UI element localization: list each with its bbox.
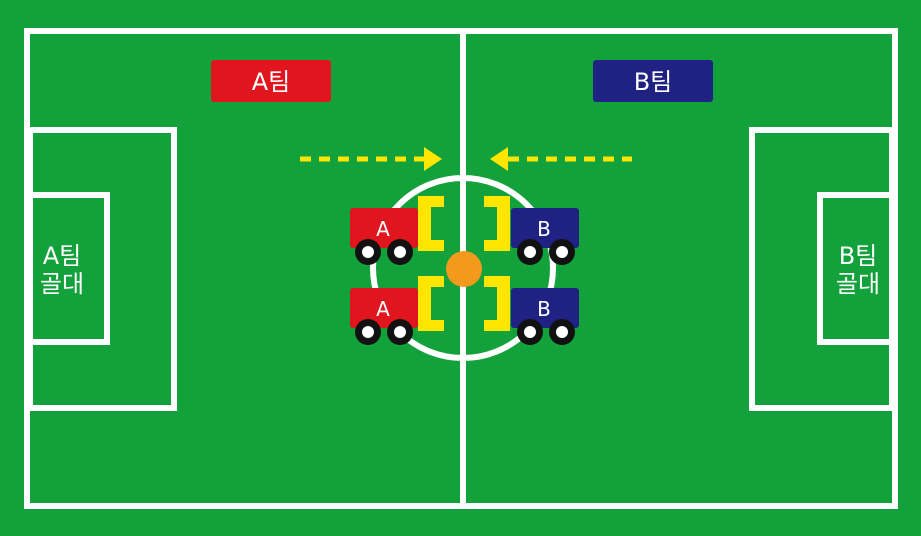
robot-a-top-label: A: [376, 217, 390, 241]
robot-a-bottom-label: A: [376, 297, 390, 321]
goal-a-label-line2: 골대: [40, 270, 84, 298]
robot-b-bottom-label: B: [537, 297, 551, 321]
goal-b-label-line2: 골대: [836, 270, 880, 298]
goal-a-label-line1: A팀: [43, 242, 82, 270]
robot-b-top-label: B: [537, 217, 551, 241]
goal-b-label-line1: B팀: [839, 242, 878, 270]
team-b-label: B팀: [634, 68, 673, 96]
team-a-label: A팀: [252, 68, 291, 96]
ball: [446, 251, 482, 287]
